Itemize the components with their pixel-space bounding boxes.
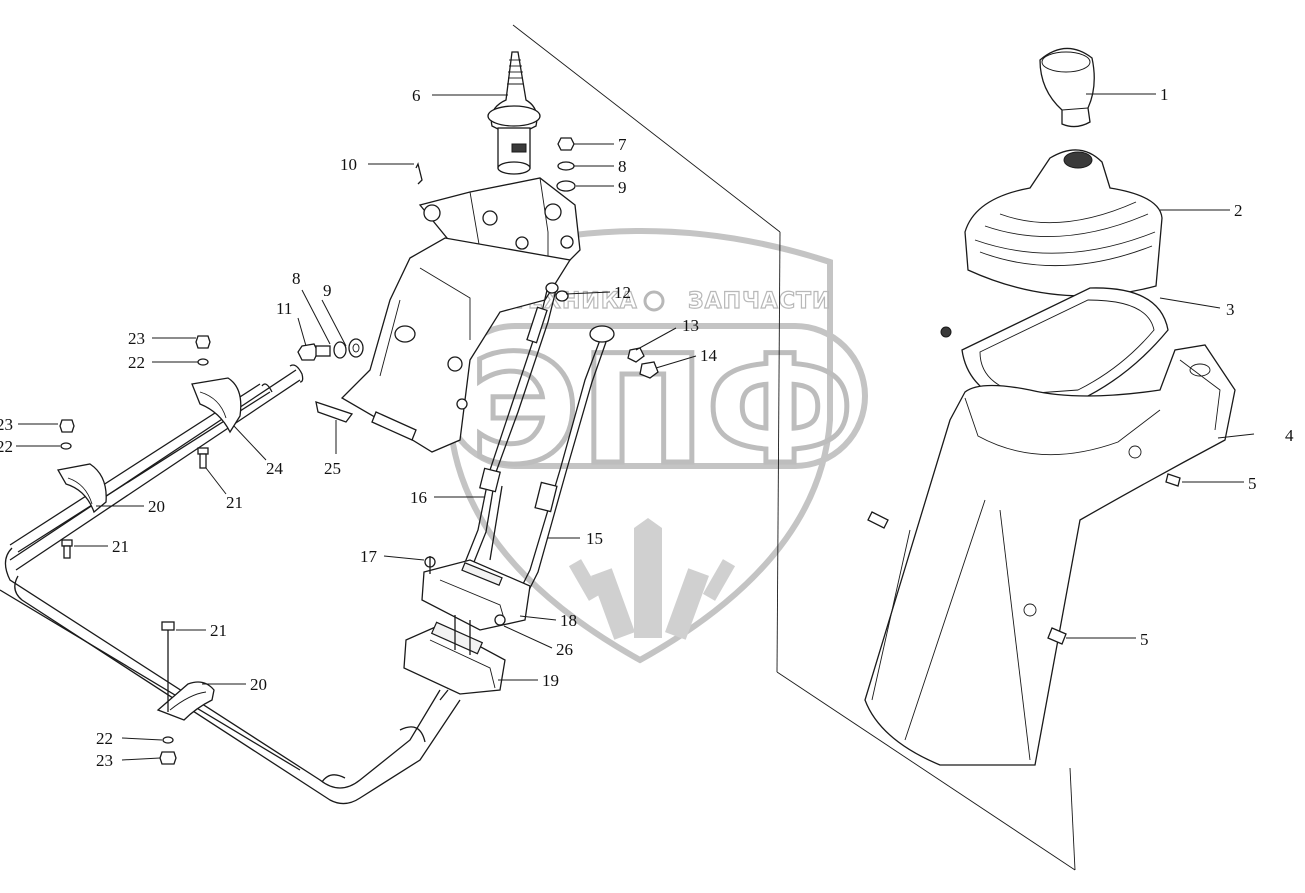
console-housing xyxy=(864,344,1236,766)
callout-20-upper: 20 xyxy=(148,497,165,516)
callout-5-lower: 5 xyxy=(1140,630,1149,649)
shift-lever xyxy=(487,51,541,175)
callout-23-bottom: 23 xyxy=(96,751,113,770)
watermark-logo-letters: ЭПФ xyxy=(470,324,854,498)
callout-13: 13 xyxy=(682,316,699,335)
console-screws xyxy=(867,473,1181,645)
mounting-plate xyxy=(340,237,572,453)
callout-10: 10 xyxy=(340,155,357,174)
callout-1: 1 xyxy=(1160,85,1169,104)
callout-5-upper: 5 xyxy=(1248,474,1257,493)
callout-12: 12 xyxy=(614,283,631,302)
bolt-21a xyxy=(197,447,209,469)
bolt-21c xyxy=(161,621,175,712)
wheat-icon xyxy=(568,518,736,640)
callout-17: 17 xyxy=(360,547,378,566)
callout-22-left: 22 xyxy=(0,437,13,456)
callout-25: 25 xyxy=(324,459,341,478)
small-fasteners xyxy=(297,137,576,423)
callout-21-lower: 21 xyxy=(210,621,227,640)
callout-15: 15 xyxy=(586,529,603,548)
shift-boot xyxy=(964,149,1163,297)
callout-7: 7 xyxy=(618,135,627,154)
frame-fasteners xyxy=(59,335,211,765)
callout-21-upper: 21 xyxy=(226,493,243,512)
callout-11: 11 xyxy=(276,299,292,318)
callout-8-lower: 8 xyxy=(292,269,301,288)
callout-23-left: 23 xyxy=(0,415,13,434)
callout-22-top: 22 xyxy=(128,353,145,372)
callout-18: 18 xyxy=(560,611,577,630)
callout-21-middle: 21 xyxy=(112,537,129,556)
gear-knob xyxy=(1039,47,1095,128)
callout-2: 2 xyxy=(1234,201,1243,220)
callout-8-upper: 8 xyxy=(618,157,627,176)
callout-24: 24 xyxy=(266,459,284,478)
callout-3: 3 xyxy=(1226,300,1235,319)
gear-icon xyxy=(643,290,665,312)
callout-9-lower: 9 xyxy=(323,281,332,300)
watermark-brand-right: ЗАПЧАСТИ xyxy=(688,289,831,314)
callout-20-lower: 20 xyxy=(250,675,267,694)
cable-clamp-bracket xyxy=(421,556,531,631)
bolt-11 xyxy=(297,343,331,361)
shift-cables xyxy=(461,282,615,593)
callout-14: 14 xyxy=(700,346,718,365)
callout-9-upper: 9 xyxy=(618,178,627,197)
callout-4: 4 xyxy=(1285,426,1294,445)
cable-end-fasteners xyxy=(555,290,659,379)
callout-16: 16 xyxy=(410,488,427,507)
callout-22-bottom: 22 xyxy=(96,729,113,748)
callout-23-top: 23 xyxy=(128,329,145,348)
floor-bracket xyxy=(403,615,506,695)
panel-plane-lines xyxy=(512,24,1076,871)
watermark-shield xyxy=(446,228,833,664)
tube-clamps xyxy=(56,377,242,721)
watermark: ЭПФ ТЕХНИКА ЗАПЧАСТИ xyxy=(442,228,868,664)
callout-6: 6 xyxy=(412,86,421,105)
leader-lines xyxy=(16,93,1255,761)
callout-26: 26 xyxy=(556,640,573,659)
callout-19: 19 xyxy=(542,671,559,690)
callout-labels: 1 2 3 4 5 5 6 7 8 9 10 8 9 11 12 13 14 2… xyxy=(0,85,1294,770)
bolt-21b xyxy=(61,539,73,559)
boot-frame xyxy=(940,287,1169,407)
